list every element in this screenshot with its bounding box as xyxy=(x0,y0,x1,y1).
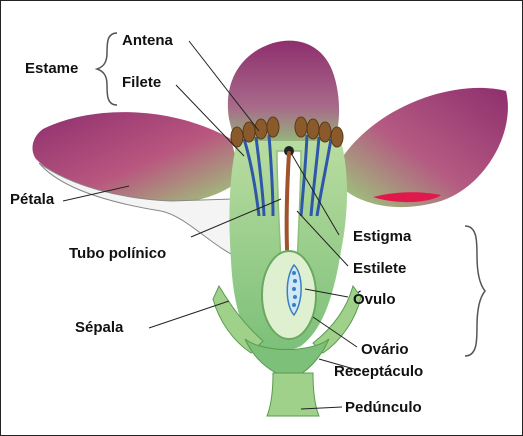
pollen-tube xyxy=(287,153,289,249)
estame-brace xyxy=(97,33,117,105)
label-tubo-polinico: Tubo polínico xyxy=(69,245,166,262)
label-estigma: Estigma xyxy=(353,228,411,245)
right-petal xyxy=(341,88,508,207)
label-petala: Pétala xyxy=(10,191,54,208)
label-filete: Filete xyxy=(122,74,161,91)
label-pedunculo: Pedúnculo xyxy=(345,399,422,416)
label-ovario: Ovário xyxy=(361,341,409,358)
label-estilete: Estilete xyxy=(353,260,406,277)
peduncle xyxy=(267,373,319,416)
label-ovulo: Óvulo xyxy=(353,291,396,308)
label-antena: Antena xyxy=(122,32,173,49)
left-petal xyxy=(32,112,241,203)
pistil-brace xyxy=(465,226,485,356)
label-estame: Estame xyxy=(25,60,78,77)
label-receptaculo: Receptáculo xyxy=(334,363,423,380)
label-sepala: Sépala xyxy=(75,319,123,336)
